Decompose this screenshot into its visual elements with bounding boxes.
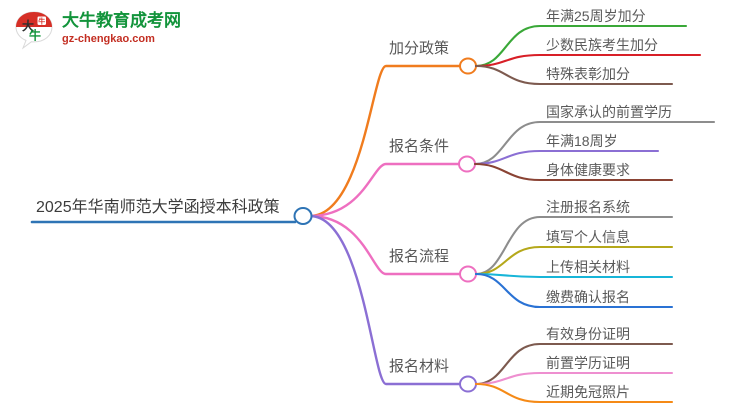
- logo-domain: gz-chengkao.com: [62, 33, 155, 45]
- branch-node-0[interactable]: [459, 57, 477, 75]
- svg-text:牛: 牛: [29, 28, 41, 43]
- svg-text:牛: 牛: [38, 16, 45, 25]
- leaf-label-2-0[interactable]: 注册报名系统: [546, 199, 630, 215]
- branch-node-2[interactable]: [459, 265, 477, 283]
- root-label: 2025年华南师范大学函授本科政策: [36, 199, 280, 216]
- branch-node-1[interactable]: [458, 155, 476, 173]
- branch-label-3[interactable]: 报名材料: [389, 358, 450, 375]
- da-niu-speech-bubble-logo-icon: 牛 大 牛: [14, 10, 56, 50]
- leaf-label-2-2[interactable]: 上传相关材料: [546, 259, 630, 275]
- site-logo[interactable]: 牛 大 牛 大牛教育成考网 gz-chengkao.com: [14, 8, 194, 54]
- branch-line-2: [308, 214, 461, 276]
- branch-label-2[interactable]: 报名流程: [389, 248, 450, 265]
- leaf-label-2-3[interactable]: 缴费确认报名: [546, 289, 630, 305]
- root-node[interactable]: [293, 207, 313, 225]
- leaf-label-3-2[interactable]: 近期免冠照片: [546, 384, 630, 400]
- branch-label-1[interactable]: 报名条件: [389, 138, 450, 155]
- leaf-label-3-0[interactable]: 有效身份证明: [546, 326, 630, 342]
- branch-line-1: [308, 162, 460, 218]
- svg-text:大: 大: [22, 18, 34, 33]
- branch-label-0[interactable]: 加分政策: [389, 40, 450, 57]
- leaf-label-0-0[interactable]: 年满25周岁加分: [546, 8, 646, 24]
- leaf-label-3-1[interactable]: 前置学历证明: [546, 355, 630, 371]
- branch-node-3[interactable]: [459, 375, 477, 393]
- leaf-label-1-0[interactable]: 国家承认的前置学历: [546, 104, 672, 120]
- leaf-label-1-2[interactable]: 身体健康要求: [546, 162, 630, 178]
- leaf-line-0-1: [474, 53, 702, 68]
- leaf-label-2-1[interactable]: 填写个人信息: [546, 229, 630, 245]
- leaf-line-3-1: [474, 371, 674, 386]
- leaf-label-1-1[interactable]: 年满18周岁: [546, 133, 618, 149]
- logo-title: 大牛教育成考网: [62, 11, 181, 30]
- leaf-label-0-1[interactable]: 少数民族考生加分: [546, 37, 658, 53]
- logo-text-block: 大牛教育成考网 gz-chengkao.com: [62, 11, 194, 46]
- leaf-label-0-2[interactable]: 特殊表彰加分: [546, 66, 630, 82]
